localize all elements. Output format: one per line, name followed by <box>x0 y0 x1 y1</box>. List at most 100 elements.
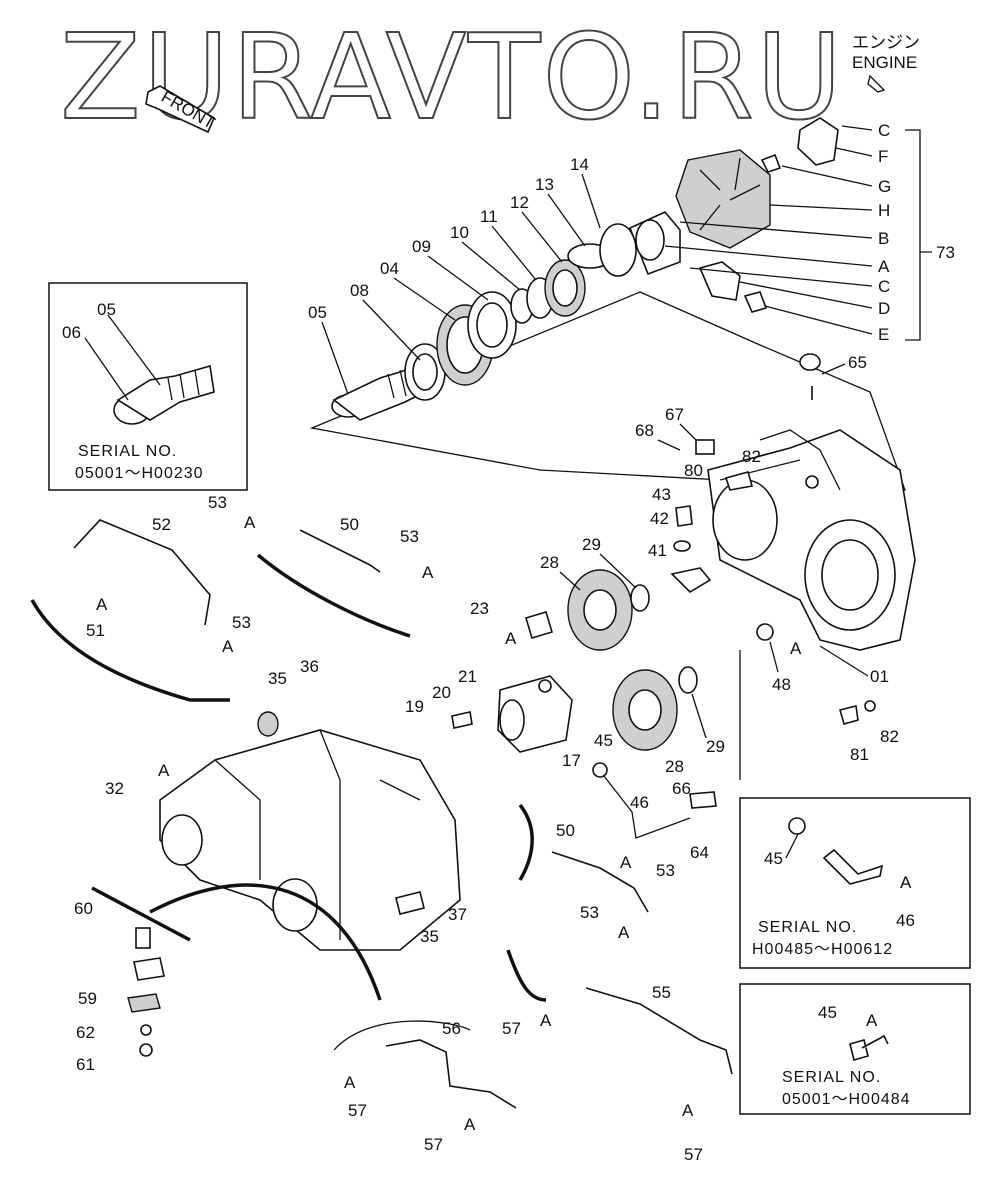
label-A-55-right: A <box>682 1101 694 1120</box>
watermark-text: ZURAVTO.RU <box>60 8 844 146</box>
inset2-serial-range: H00485～H00612 <box>752 941 893 958</box>
label-73: 73 <box>936 243 955 262</box>
inset1-serial-range: 05001～H00230 <box>75 465 204 482</box>
label-A-50: A <box>620 853 632 872</box>
pump-housing <box>707 429 916 651</box>
label-13: 13 <box>535 175 554 194</box>
inset2-label-A: A <box>900 873 912 892</box>
label-C-top: C <box>878 121 890 140</box>
pipe-56 <box>385 1039 517 1109</box>
label-37: 37 <box>448 905 467 924</box>
inset2-serial-label: SERIAL NO. <box>758 919 857 936</box>
label-59: 59 <box>78 989 97 1008</box>
label-12: 12 <box>510 193 529 212</box>
inset1-label-05: 05 <box>97 300 116 319</box>
label-F: F <box>878 147 888 166</box>
label-14: 14 <box>570 155 589 174</box>
label-35-bottom: 35 <box>420 927 439 946</box>
label-43: 43 <box>652 485 671 504</box>
label-E: E <box>878 325 889 344</box>
inset-1-shaft <box>113 364 215 425</box>
hose-50-top <box>299 529 381 573</box>
shaft-assembly <box>331 211 681 421</box>
label-51: 51 <box>86 621 105 640</box>
label-04: 04 <box>380 259 399 278</box>
label-81: 81 <box>850 745 869 764</box>
label-01: 01 <box>870 667 889 686</box>
label-A-73: A <box>878 257 890 276</box>
label-64: 64 <box>690 843 709 862</box>
label-20: 20 <box>432 683 451 702</box>
callout-73-bracket <box>664 125 932 341</box>
label-52: 52 <box>152 515 171 534</box>
gear-pump-17 <box>497 675 573 753</box>
inset3-serial-range: 05001～H00484 <box>782 1091 911 1108</box>
label-A-51: A <box>96 595 108 614</box>
label-29-lower: 29 <box>706 737 725 756</box>
label-60: 60 <box>74 899 93 918</box>
label-29-upper: 29 <box>582 535 601 554</box>
label-56: 56 <box>442 1019 461 1038</box>
label-A-55: A <box>540 1011 552 1030</box>
label-53-lower: 53 <box>580 903 599 922</box>
label-50-top: 50 <box>340 515 359 534</box>
pipe-52 <box>73 519 211 626</box>
label-48: 48 <box>772 675 791 694</box>
label-67: 67 <box>665 405 684 424</box>
label-08: 08 <box>350 281 369 300</box>
label-50-right: 50 <box>556 821 575 840</box>
label-46: 46 <box>630 793 649 812</box>
inset2-label-46: 46 <box>896 911 915 930</box>
eyebolt-65 <box>799 353 821 400</box>
label-23: 23 <box>470 599 489 618</box>
pipe-55 <box>585 987 733 1075</box>
inset1-serial-label: SERIAL NO. <box>78 443 177 460</box>
inset1-label-06: 06 <box>62 323 81 342</box>
label-42: 42 <box>650 509 669 528</box>
engine-arrow-icon <box>867 74 886 93</box>
label-A-48: A <box>790 639 802 658</box>
label-36: 36 <box>300 657 319 676</box>
label-66: 66 <box>672 779 691 798</box>
label-D: D <box>878 299 890 318</box>
label-62: 62 <box>76 1023 95 1042</box>
label-10: 10 <box>450 223 469 242</box>
label-A-56-right: A <box>464 1115 476 1134</box>
label-32: 32 <box>105 779 124 798</box>
label-09: 09 <box>412 237 431 256</box>
label-53-right: 53 <box>400 527 419 546</box>
label-A-56-left: A <box>344 1073 356 1092</box>
label-57-bottom: 57 <box>684 1145 703 1164</box>
label-53-left: 53 <box>232 613 251 632</box>
label-B: B <box>878 229 889 248</box>
label-65: 65 <box>848 353 867 372</box>
label-82-bottom: 82 <box>880 727 899 746</box>
label-11: 11 <box>480 207 498 226</box>
label-A-53-left: A <box>222 637 234 656</box>
label-A-53-top: A <box>244 513 256 532</box>
label-A-32: A <box>158 761 170 780</box>
label-H: H <box>878 201 890 220</box>
label-A-53-lower: A <box>618 923 630 942</box>
inset3-label-A: A <box>866 1011 878 1030</box>
label-28-lower: 28 <box>665 757 684 776</box>
engine-label: ENGINE <box>852 53 917 72</box>
label-82-top: 82 <box>742 447 761 466</box>
inset3-label-45: 45 <box>818 1003 837 1022</box>
label-45: 45 <box>594 731 613 750</box>
label-53-mid: 53 <box>656 861 675 880</box>
label-57-mid: 57 <box>424 1135 443 1154</box>
label-57-55: 57 <box>502 1019 521 1038</box>
label-17: 17 <box>562 751 581 770</box>
label-57-left: 57 <box>348 1101 367 1120</box>
label-C-bottom: C <box>878 277 890 296</box>
label-A-23: A <box>505 629 517 648</box>
inset3-serial-label: SERIAL NO. <box>782 1069 881 1086</box>
label-68: 68 <box>635 421 654 440</box>
label-05: 05 <box>308 303 327 322</box>
hose-50-right <box>551 851 649 913</box>
label-41: 41 <box>648 541 667 560</box>
label-55: 55 <box>652 983 671 1002</box>
main-pump-assembly <box>159 711 461 951</box>
